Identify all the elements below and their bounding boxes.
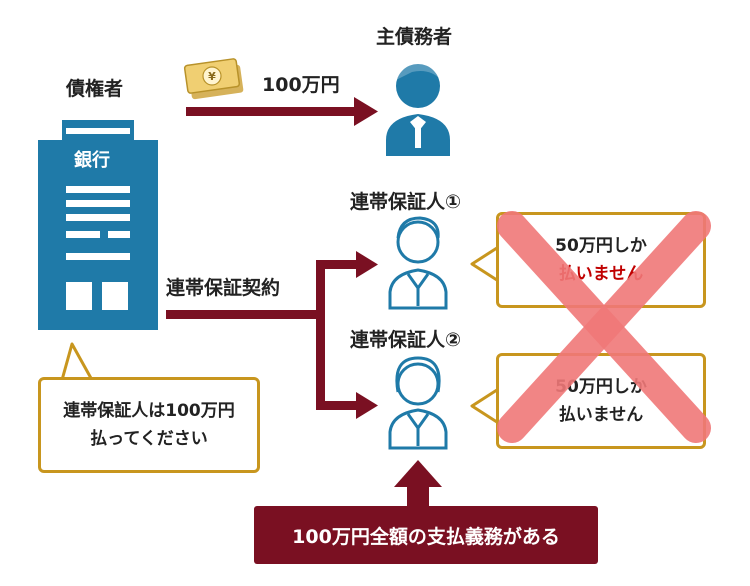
up-arrow — [394, 460, 442, 507]
guarantor-2-icon — [388, 356, 448, 450]
guarantor-1-reply-line-1: 50万円しか — [555, 236, 647, 256]
guarantor-1-icon — [388, 216, 448, 310]
guarantor-1-bubble: 50万円しか 払いません — [496, 212, 706, 308]
guarantor-2-label: 連帯保証人② — [350, 329, 462, 351]
guarantor-1-label: 連帯保証人① — [350, 191, 462, 213]
guarantor-1-reply-line-2: 払いません — [558, 264, 644, 284]
obligation-banner: 100万円全額の支払義務がある — [254, 506, 598, 564]
bank-claim-line-1: 連帯保証人は100万円 — [63, 401, 235, 421]
principal-debtor-icon — [386, 59, 450, 156]
guarantor-2-reply-line-1: 50万円しか — [555, 377, 647, 397]
amount-label: 100万円 — [262, 74, 340, 96]
payment-arrow — [186, 97, 378, 126]
money-icon: ¥ — [183, 58, 244, 100]
guarantor-2-bubble: 50万円しか 払いません — [496, 353, 706, 449]
creditor-label: 債権者 — [66, 78, 124, 100]
bank-claim-line-2: 払ってください — [90, 429, 208, 449]
principal-debtor-label: 主債務者 — [376, 26, 453, 48]
joint-guarantee-contract-label: 連帯保証契約 — [166, 277, 281, 299]
guarantor-2-reply-line-2: 払いません — [558, 405, 644, 425]
bank-claim-bubble: 連帯保証人は100万円 払ってください — [38, 377, 260, 473]
contract-arrows — [166, 251, 378, 419]
svg-text:¥: ¥ — [208, 70, 216, 83]
bank-building-icon — [38, 120, 158, 330]
bank-label: 銀行 — [74, 150, 110, 171]
